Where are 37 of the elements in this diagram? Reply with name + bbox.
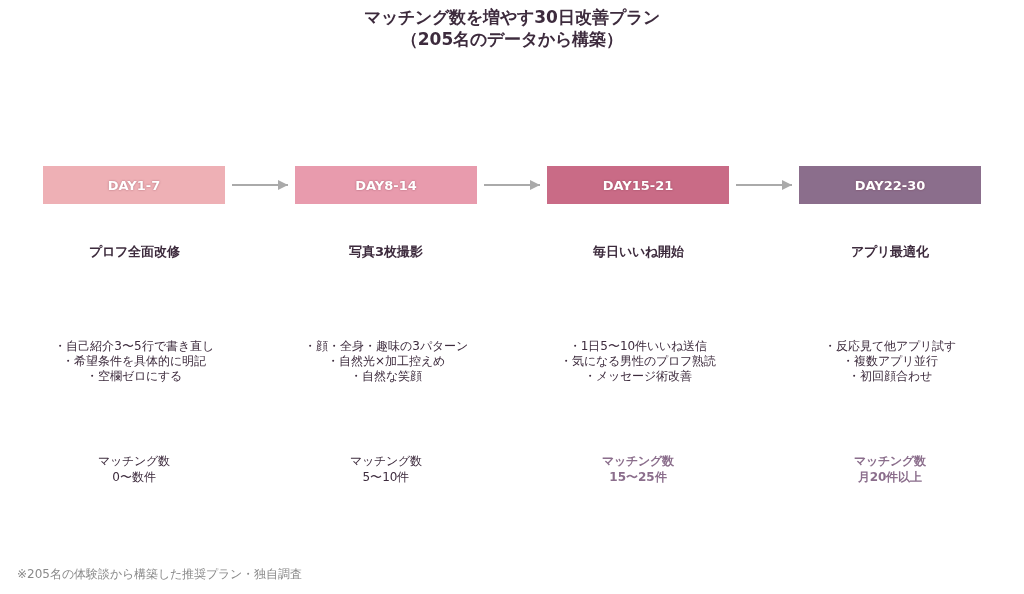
result-text: 15〜25件 [609,469,667,485]
bullet-item: ・希望条件を具体的に明記 [62,354,206,369]
phase-box [43,166,225,204]
bullet-item: ・自然な笑顔 [350,369,422,384]
phase-heading: アプリ最適化 [851,243,929,261]
result-text: 5〜10件 [362,469,410,485]
arrow [735,180,793,190]
title: マッチング数を増やす30日改善プラン（205名のデータから構築） [363,6,661,51]
phase-box [799,166,981,204]
bullet-item: ・初回顔合わせ [848,369,932,384]
result-text: 0〜数件 [112,469,156,485]
bullet-item: ・空欄ゼロにする [86,369,182,384]
phase-label: DAY1-7 [107,177,161,193]
bullet-item: ・自己紹介3〜5行で書き直し [54,339,214,354]
phase-label: DAY15-21 [602,177,674,193]
phase-label: DAY22-30 [854,177,926,193]
arrow [483,180,541,190]
phase-heading: 毎日いいね開始 [592,243,684,261]
arrow [231,180,289,190]
phase-box [547,166,729,204]
result-text: マッチング数 [854,453,926,469]
phase-box [295,166,477,204]
phase-heading: プロフ全面改修 [88,243,180,261]
bullet-item: ・反応見て他アプリ試す [824,339,956,354]
phase-label: DAY8-14 [355,177,417,193]
bullet-item: ・自然光×加工控えめ [326,354,446,369]
result-text: マッチング数 [602,453,674,469]
phase-heading: 写真3枚撮影 [348,243,423,261]
bullet-item: ・メッセージ術改善 [584,369,692,384]
result-text: マッチング数 [350,453,422,469]
bullet-item: ・顔・全身・趣味の3パターン [304,339,468,354]
bullet-item: ・1日5〜10件いいね送信 [568,339,708,354]
result-text: 月20件以上 [857,469,923,485]
result-text: マッチング数 [98,453,170,469]
bullet-item: ・気になる男性のプロフ熟読 [560,354,716,369]
bullet-item: ・複数アプリ並行 [842,354,938,369]
footnote: ※205名の体験談から構築した推奨プラン・独自調査 [17,566,302,583]
